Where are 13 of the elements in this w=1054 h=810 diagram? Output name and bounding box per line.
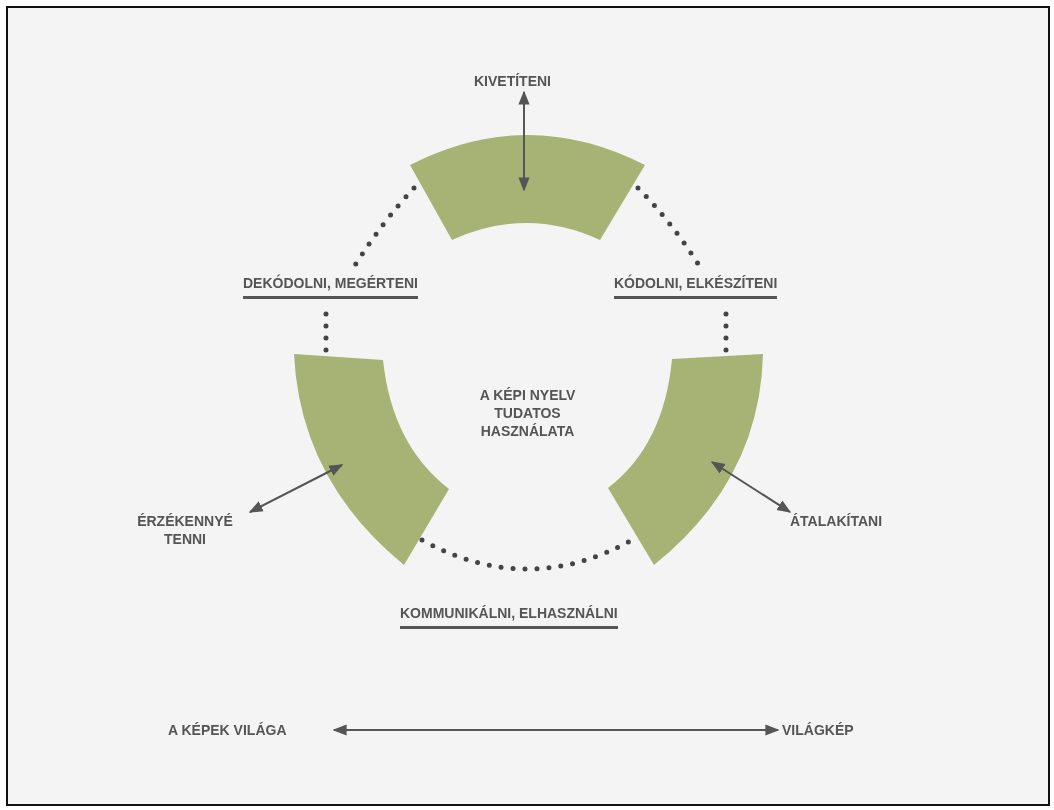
- node-label: KIVETÍTENI: [474, 72, 551, 90]
- center-title: A KÉPI NYELV TUDATOS HASZNÁLATA: [478, 386, 577, 440]
- arrow: [332, 724, 780, 736]
- node-label: KÓDOLNI, ELKÉSZÍTENI: [614, 274, 778, 299]
- section-label: KOMMUNIKÁLNI, ELHASZNÁLNI: [400, 604, 618, 629]
- arrow: [248, 464, 344, 513]
- node-label: ÁTALAKÍTANI: [790, 512, 883, 530]
- arrow: [710, 461, 792, 513]
- node-label: VILÁGKÉP: [782, 721, 854, 739]
- arrow: [518, 90, 530, 192]
- node-label: DEKÓDOLNI, MEGÉRTENI: [243, 274, 418, 299]
- node-label: ÉRZÉKENNYÉ TENNI: [120, 512, 250, 548]
- node-label: A KÉPEK VILÁGA: [168, 721, 287, 739]
